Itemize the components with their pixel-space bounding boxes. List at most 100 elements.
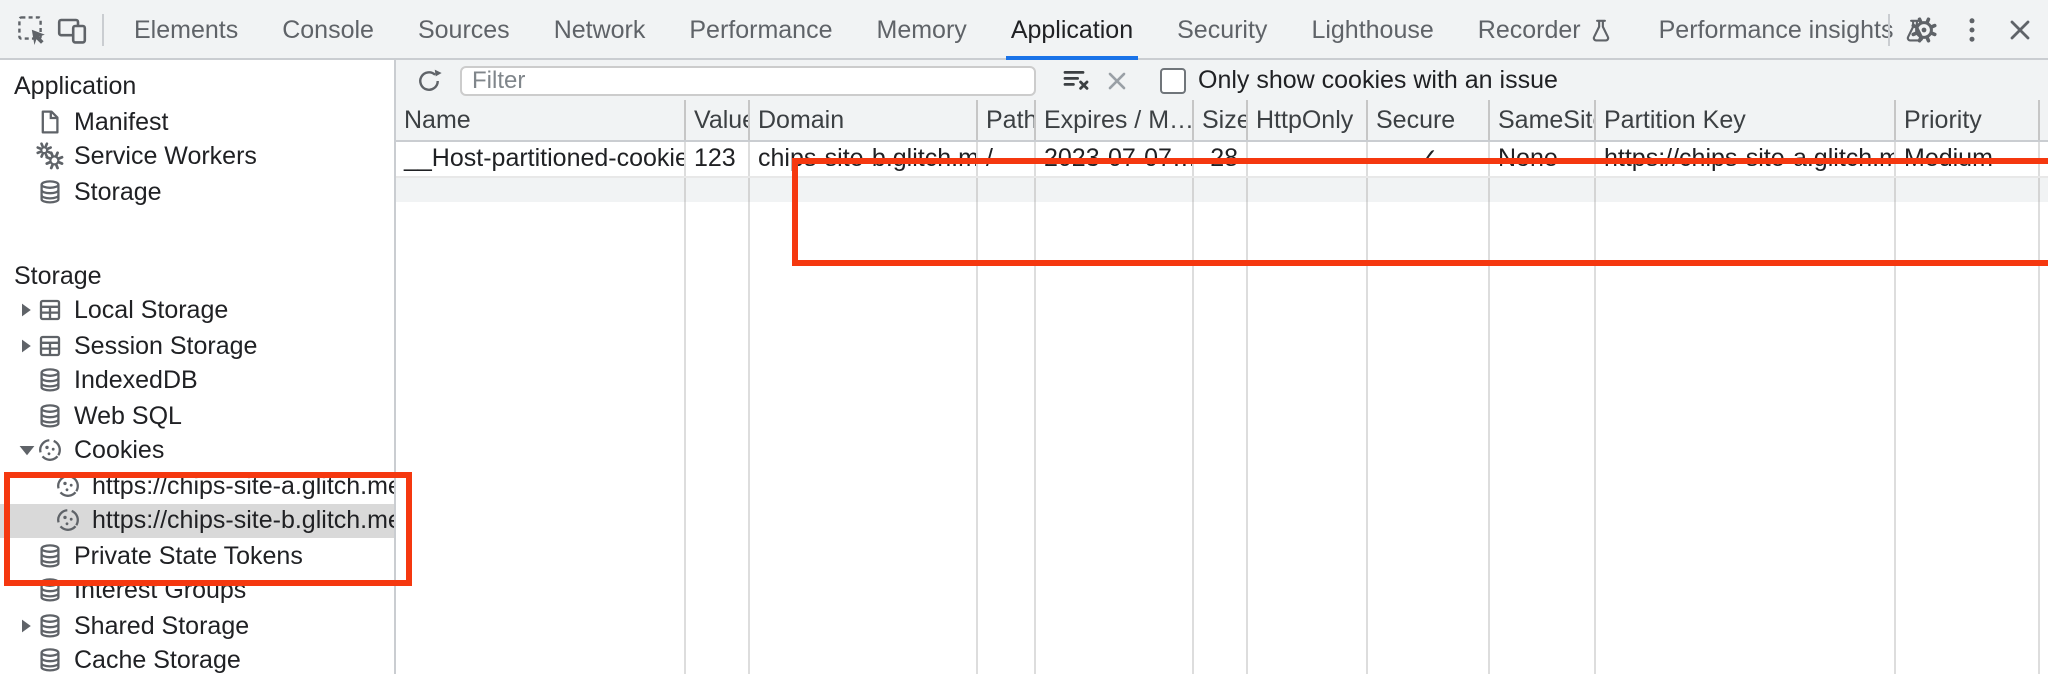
sidebar-item-interest-groups[interactable]: Interest Groups: [0, 573, 394, 608]
tab-performance-insights[interactable]: Performance insights: [1637, 0, 1950, 60]
more-button[interactable]: [1952, 10, 1992, 50]
column-header-partition-key[interactable]: Partition Key: [1596, 100, 1896, 140]
tab-security[interactable]: Security: [1155, 0, 1289, 60]
sidebar-item-label: https://chips-site-a.glitch.me: [92, 471, 396, 500]
sidebar-item-private-state-tokens[interactable]: Private State Tokens: [0, 538, 394, 573]
column-header-samesite[interactable]: SameSite: [1490, 100, 1596, 140]
manifest-icon: [36, 108, 64, 136]
tab-label: Elements: [134, 16, 239, 44]
issues-checkbox[interactable]: [1160, 67, 1186, 93]
tab-sources[interactable]: Sources: [396, 0, 532, 60]
inspect-icon: [16, 14, 48, 46]
tab-label: Security: [1177, 16, 1268, 44]
chevron-collapsed-icon[interactable]: [16, 618, 36, 634]
column-header-size[interactable]: Size: [1194, 100, 1248, 140]
sidebar-item-label: Cookies: [74, 436, 165, 465]
column-header-path[interactable]: Path: [978, 100, 1036, 140]
x-icon: [1103, 67, 1129, 93]
toolbar-right-icons: [1878, 0, 2040, 60]
clear-filter-button[interactable]: [1056, 60, 1096, 100]
chevron-collapsed-icon[interactable]: [16, 338, 36, 354]
empty-cell: [1368, 201, 1490, 673]
refresh-icon: [415, 67, 441, 93]
settings-icon: [1908, 14, 1940, 46]
sidebar-item-local-storage[interactable]: Local Storage: [0, 293, 394, 328]
sidebar-item-label: IndexedDB: [74, 366, 198, 395]
column-header-secure[interactable]: Secure: [1368, 100, 1490, 140]
database-icon: [36, 178, 64, 206]
filler-cell: [750, 177, 978, 201]
column-header-name[interactable]: Name: [396, 100, 686, 140]
cell-secure: ✓: [1368, 142, 1490, 175]
column-header-expires-m[interactable]: Expires / M…: [1036, 100, 1194, 140]
sidebar-item-https-chips-site-a-glitch-me[interactable]: https://chips-site-a.glitch.me: [0, 468, 394, 503]
sidebar-item-label: Manifest: [74, 107, 169, 136]
tab-console[interactable]: Console: [260, 0, 396, 60]
delete-selected-button[interactable]: [1096, 60, 1136, 100]
database-icon: [36, 577, 64, 605]
database-icon: [36, 542, 64, 570]
sidebar-item-storage[interactable]: Storage: [0, 174, 394, 209]
empty-cell: [686, 201, 750, 673]
empty-cell: [1896, 201, 2040, 673]
chevron-collapsed-icon[interactable]: [16, 303, 36, 319]
empty-cell: [396, 201, 686, 673]
column-header-value[interactable]: Value: [686, 100, 750, 140]
column-header-priority[interactable]: Priority: [1896, 100, 2040, 140]
sidebar-item-label: https://chips-site-b.glitch.me: [92, 506, 396, 535]
service-workers-icon: [36, 142, 64, 171]
sidebar-item-cache-storage[interactable]: Cache Storage: [0, 643, 394, 674]
sidebar-item-label: Shared Storage: [74, 611, 250, 640]
empty-cell: [978, 201, 1036, 673]
more-icon: [1956, 14, 1988, 46]
filter-input[interactable]: [460, 65, 1036, 95]
cookies-panel: Only show cookies with an issue NameValu…: [396, 60, 2048, 674]
cell-domain: chips-site-b.glitch.me: [750, 142, 978, 175]
sidebar-item-session-storage[interactable]: Session Storage: [0, 328, 394, 363]
sidebar-item-indexeddb[interactable]: IndexedDB: [0, 363, 394, 398]
close-button[interactable]: [2000, 10, 2040, 50]
empty-cell: [1596, 201, 1896, 673]
sidebar-item-manifest[interactable]: Manifest: [0, 104, 394, 139]
tab-application[interactable]: Application: [989, 0, 1155, 60]
sidebar-item-cookies[interactable]: Cookies: [0, 433, 394, 468]
sidebar-item-web-sql[interactable]: Web SQL: [0, 398, 394, 433]
tab-lighthouse[interactable]: Lighthouse: [1289, 0, 1455, 60]
tab-recorder[interactable]: Recorder: [1456, 0, 1637, 60]
column-header-httponly[interactable]: HttpOnly: [1248, 100, 1368, 140]
cell-httponly: [1248, 142, 1368, 175]
sidebar-item-shared-storage[interactable]: Shared Storage: [0, 608, 394, 643]
tab-elements[interactable]: Elements: [112, 0, 260, 60]
sidebar-item-service-workers[interactable]: Service Workers: [0, 139, 394, 174]
toolbar-left-icons: [12, 0, 110, 60]
column-header-domain[interactable]: Domain: [750, 100, 978, 140]
inspect-button[interactable]: [12, 10, 52, 50]
sidebar-item-label: Interest Groups: [74, 576, 247, 605]
table-filler-row: [396, 177, 2048, 201]
sidebar-section-storage: Storage: [14, 261, 102, 289]
tab-network[interactable]: Network: [532, 0, 668, 60]
tab-label: Performance insights: [1658, 16, 1894, 44]
tab-label: Lighthouse: [1311, 16, 1434, 44]
table-icon: [36, 297, 64, 325]
tab-memory[interactable]: Memory: [855, 0, 989, 60]
sidebar-item-https-chips-site-b-glitch-me[interactable]: https://chips-site-b.glitch.me: [0, 503, 394, 538]
toolbar-separator: [102, 14, 104, 46]
chevron-expanded-icon[interactable]: [16, 443, 36, 459]
issues-checkbox-label[interactable]: Only show cookies with an issue: [1198, 66, 1558, 94]
database-icon: [36, 612, 64, 640]
tab-label: Network: [553, 16, 646, 44]
sidebar-item-label: Service Workers: [74, 142, 257, 171]
settings-button[interactable]: [1904, 10, 1944, 50]
cell-name: __Host-partitioned-cookie: [396, 142, 686, 175]
tab-performance[interactable]: Performance: [667, 0, 854, 60]
refresh-button[interactable]: [408, 60, 448, 100]
device-toolbar-button[interactable]: [52, 10, 92, 50]
cookies-toolbar: Only show cookies with an issue: [396, 60, 2048, 100]
